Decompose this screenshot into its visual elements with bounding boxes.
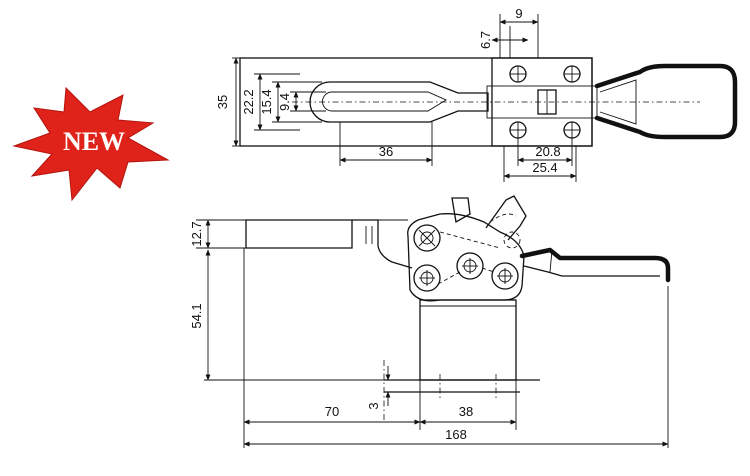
- dimension-label: 70: [325, 404, 339, 419]
- dimension-label: 3: [366, 402, 381, 409]
- dimension-label: 168: [445, 427, 467, 442]
- side-view-linkage-body: [407, 213, 525, 302]
- top-view: 9 6.7 35 22.2 15.4: [215, 6, 738, 182]
- side-view-spindle-arm: [352, 219, 413, 269]
- dimension-6-7: 6.7: [478, 26, 529, 58]
- dimension-label: 36: [379, 144, 393, 159]
- dimension-35: 35: [215, 57, 240, 147]
- dimension-label: 9: [515, 6, 522, 21]
- dimension-12-7: 12.7: [189, 219, 211, 249]
- top-view-handle-neck: [599, 79, 637, 125]
- dimension-22-2: 22.2: [241, 73, 300, 131]
- new-badge: NEW: [12, 86, 170, 202]
- new-badge-label: NEW: [63, 127, 125, 156]
- side-view-stop-tab: [451, 197, 471, 224]
- dimension-54-1: 54.1: [189, 249, 211, 381]
- dimension-15-4: 15.4: [259, 81, 322, 123]
- pivot-pin: [413, 224, 441, 252]
- side-view-handle-lever: [485, 195, 527, 241]
- dimension-label: 54.1: [189, 303, 204, 328]
- side-view: 12.7 54.1 70 3 38 168: [189, 195, 671, 448]
- dimension-20-8: 20.8: [517, 138, 573, 166]
- dimension-9: 9: [499, 6, 539, 58]
- dimension-3: 3: [366, 366, 391, 410]
- dimension-label: 25.4: [532, 160, 557, 175]
- pivot-pin: [413, 264, 441, 292]
- dimension-label: 9.4: [277, 93, 292, 111]
- top-view-link-block: [486, 85, 598, 119]
- side-view-base-block: [419, 299, 517, 381]
- dimension-label: 15.4: [259, 89, 274, 114]
- top-view-mounting-plate: [491, 57, 593, 147]
- dimension-36: 36: [339, 122, 433, 166]
- new-badge-starburst: [12, 86, 170, 202]
- dimension-70: 70: [243, 404, 421, 425]
- dimension-9-4: 9.4: [277, 91, 326, 112]
- dimension-25-4: 25.4: [503, 146, 577, 182]
- dimension-label: 22.2: [241, 89, 256, 114]
- pivot-pin: [456, 252, 484, 280]
- dimension-38: 38: [419, 404, 517, 425]
- pivot-pin: [491, 262, 519, 290]
- side-view-handle: [519, 247, 671, 283]
- dimension-label: 20.8: [535, 144, 560, 159]
- side-view-pivots: [413, 224, 521, 292]
- dimension-168: 168: [243, 427, 669, 447]
- top-view-mounting-holes: [509, 65, 581, 139]
- dimension-label: 38: [459, 404, 473, 419]
- top-view-spindle-slot: [322, 91, 447, 112]
- dimension-label: 6.7: [478, 31, 493, 49]
- dimension-label: 35: [215, 95, 230, 109]
- top-view-spindle-bar: [309, 81, 489, 123]
- top-view-handle: [594, 63, 738, 140]
- dimension-label: 12.7: [189, 221, 204, 246]
- side-view-spindle-head: [245, 219, 353, 249]
